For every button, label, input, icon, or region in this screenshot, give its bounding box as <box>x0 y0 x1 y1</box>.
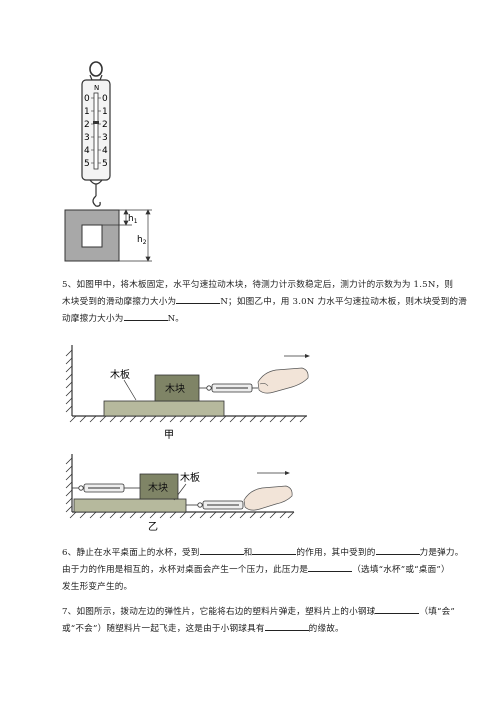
hand <box>243 485 293 511</box>
right-tick-3: 3 <box>102 133 108 143</box>
board <box>73 498 187 513</box>
h1-label: h1 <box>128 214 138 225</box>
q6-line-1-end: 力是弹力。 <box>419 548 464 558</box>
q7-answer-blank-2[interactable] <box>264 621 309 631</box>
left-tick-3: 3 <box>84 133 90 143</box>
block <box>139 473 179 500</box>
q7-line-1: 7、如图所示，拨动左边的弹性片，它能将右边的塑料片弹走，塑料片上的小钢球 （填“会… <box>62 604 462 621</box>
ground-hatching <box>69 415 307 423</box>
q7-line-1-start: 7、如图所示，拨动左边的弹性片，它能将右边的塑料片弹走，塑料片上的小钢球 <box>62 607 376 617</box>
board-label: 木板 <box>180 471 200 484</box>
q6-line-1-mid: 的作用，其中受到的 <box>296 548 376 558</box>
left-tick-5: 5 <box>84 159 90 169</box>
q7-answer-blank-1[interactable] <box>375 604 420 614</box>
q6-line-2: 由于力的作用是相互的，水杯对桌面会产生一个压力，此压力是 （选填“水杯”或“桌面”… <box>62 562 462 579</box>
figure-jia: 木板 木块 甲 <box>65 345 310 441</box>
q6-line-1-and: 和 <box>243 548 253 558</box>
right-tick-1: 1 <box>102 107 108 117</box>
hand <box>257 367 309 394</box>
q6-line-2-end: （选填“水杯”或“桌面”） <box>352 565 450 575</box>
q5-answer-blank-2[interactable] <box>123 311 168 321</box>
figure-caption-yi: 乙 <box>148 521 158 533</box>
left-tick-4: 4 <box>84 146 90 156</box>
right-tick-5: 5 <box>102 159 108 169</box>
q5-line-1: 5、如图甲中，将木板固定，水平匀速拉动木块，待测力计示数稳定后，测力计的示数为为… <box>62 280 454 290</box>
question-6: 6、静止在水平桌面上的水杯，受到 和 的作用，其中受到的 力是弹力。 由于力的作用是相… <box>62 545 464 596</box>
q5-line-2-start: 木块受到的滑动摩擦力大小为 <box>62 297 177 307</box>
q6-line-1-start: 6、静止在水平桌面上的水杯，受到 <box>62 548 200 558</box>
question-7: 7、如图所示，拨动左边的弹性片，它能将右边的塑料片弹走，塑料片上的小钢球 （填“会… <box>62 604 462 638</box>
board-label: 木板 <box>110 368 130 381</box>
dimension-lines <box>102 209 152 262</box>
q6-line-3: 发生形变产生的。 <box>62 582 133 592</box>
q7-line-1-end: （填“会” <box>419 607 456 617</box>
left-tick-1: 1 <box>84 107 90 117</box>
q5-line-3-end: N。 <box>167 314 185 324</box>
right-tick-0: 0 <box>102 94 108 104</box>
bottom-hook <box>92 195 101 207</box>
q5-line-2: 木块受到的滑动摩擦力大小为 N；如图乙中，用 3.0N 力水平匀速拉动木板，则木块… <box>62 294 467 311</box>
block-label: 木块 <box>165 383 185 395</box>
figure-caption-jia: 甲 <box>164 430 174 441</box>
question-5: 5、如图甲中，将木板固定，水平匀速拉动木块，待测力计示数稳定后，测力计的示数为为… <box>62 277 467 328</box>
h2-label: h2 <box>137 235 147 246</box>
top-ring <box>89 61 103 77</box>
q6-answer-blank-2[interactable] <box>252 545 297 555</box>
q5-line-2-end: N；如图乙中，用 3.0N 力水平匀速拉动木板，则木块受到的滑 <box>220 297 467 307</box>
left-tick-0: 0 <box>84 94 90 104</box>
q7-line-2: 或“不会”）随塑料片一起飞走，这是由于小钢球具有 的缘故。 <box>62 621 462 638</box>
q5-answer-blank-1[interactable] <box>176 294 221 304</box>
wall-hatching <box>65 349 73 413</box>
ground-hatching <box>69 511 295 519</box>
block-cavity <box>81 224 103 248</box>
q5-line-3: 动摩擦力大小为 N。 <box>62 311 462 328</box>
q6-answer-blank-1[interactable] <box>199 545 244 555</box>
right-tick-2: 2 <box>102 120 108 130</box>
block-label: 木块 <box>148 482 168 494</box>
q6-answer-blank-3[interactable] <box>375 545 420 555</box>
figure-yi: 木板 木块 乙 <box>65 454 295 533</box>
spring-scale-figure: N 0 1 2 3 4 5 0 1 2 3 4 5 h1 h2 <box>64 61 152 262</box>
scale-pointer <box>93 121 99 124</box>
left-tick-2: 2 <box>84 120 90 130</box>
right-tick-4: 4 <box>102 146 108 156</box>
q7-line-2-start: 或“不会”）随塑料片一起飞走，这是由于小钢球具有 <box>62 624 265 634</box>
q6-line-2-start: 由于力的作用是相互的，水杯对桌面会产生一个压力，此压力是 <box>62 565 309 575</box>
q7-line-2-end: 的缘故。 <box>308 624 344 634</box>
scale-ticks <box>91 97 101 164</box>
q6-answer-blank-4[interactable] <box>308 562 353 572</box>
q5-line-3-start: 动摩擦力大小为 <box>62 314 124 324</box>
board <box>103 400 225 417</box>
q6-line-1: 6、静止在水平桌面上的水杯，受到 和 的作用，其中受到的 力是弹力。 <box>62 545 464 562</box>
needle-letter: N <box>94 84 99 92</box>
wall-hatching <box>65 457 73 513</box>
board-label-leader <box>123 379 137 401</box>
